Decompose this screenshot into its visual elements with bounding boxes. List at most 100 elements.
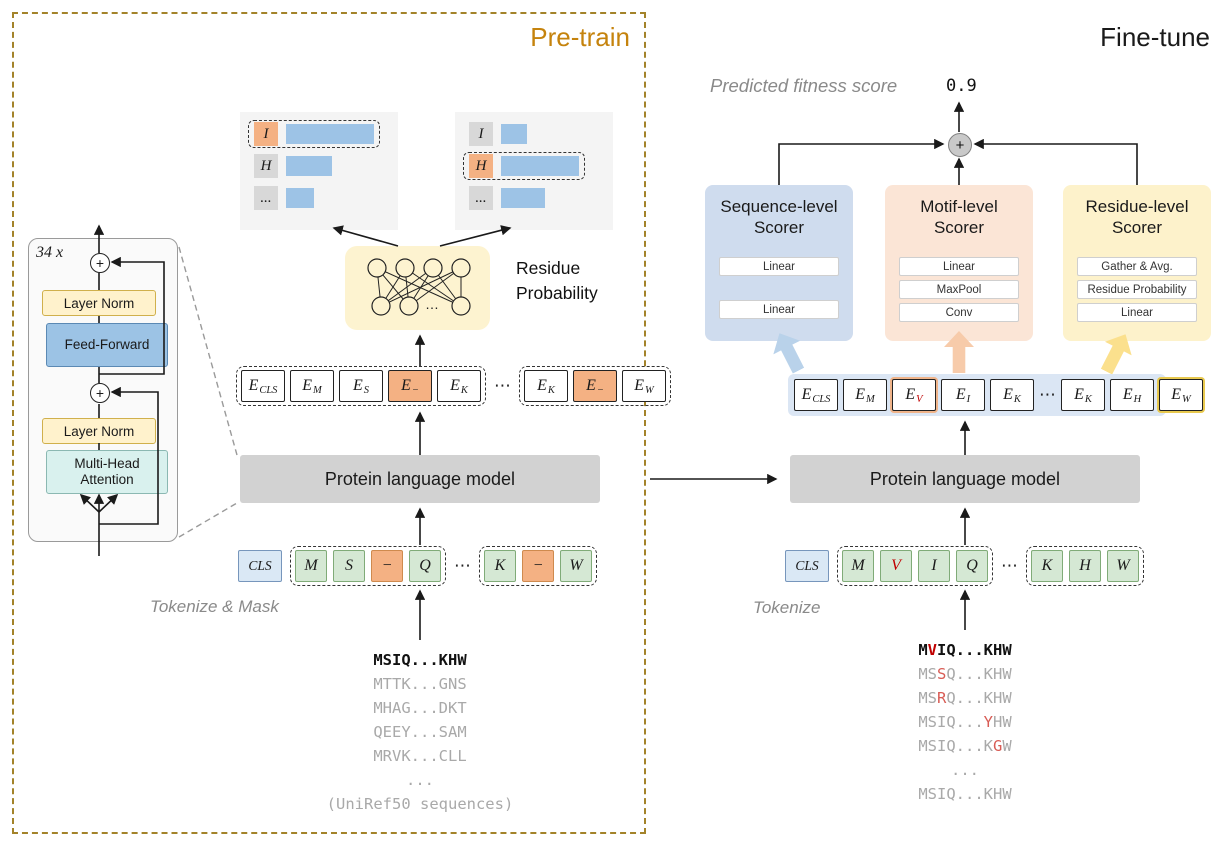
sequence-line: ... [290,768,550,792]
tokenize-mask-label: Tokenize & Mask [150,597,279,616]
embedding-subscript: W [645,384,654,396]
ellipsis: … [425,296,439,312]
residue-token: I [918,550,950,582]
sequence-text: (UniRef50 sequences) [326,795,514,813]
sequence-line: ... [835,758,1095,782]
sequence-line: MSIQ...KGW [835,734,1095,758]
embedding-symbol: E [586,377,596,394]
residue-token: K [484,550,516,582]
sequence-text: MSIQ... [918,713,984,731]
scorer-title: Sequence-level Scorer [720,197,838,238]
multi-head-attention-box: Multi-Head Attention [46,450,168,494]
embedding-subscript: K [460,384,468,396]
scorer-title: Residue-level Scorer [1085,197,1189,238]
scorer-layer: Linear [1077,303,1197,322]
residue-token: H [1069,550,1101,582]
residue-label: H [254,154,278,178]
layer-norm-box: Layer Norm [42,290,156,316]
sequence-text: HW [993,713,1012,731]
sequence-line: MSIQ...KHW [835,782,1095,806]
sequence-text: MRVK...CLL [373,747,467,765]
sequence-text: QEEY...SAM [373,723,467,741]
sum-icon: + [90,383,110,403]
residue-token: − [522,550,554,582]
embedding-subscript: K [547,384,555,396]
mutated-residue: G [992,737,1003,755]
sequence-text: MS [918,665,937,683]
sequence-text: MSIQ...KHW [918,785,1012,803]
sequence-text: MSIQ...K [918,737,993,755]
residue-label: I [469,122,493,146]
sequence-text: M [918,641,928,659]
mutated-residue: S [937,665,947,683]
embedding-symbol: E [302,377,313,394]
probability-bar [501,124,527,144]
pretrain-sequence-list: MSIQ...KHW MTTK...GNS MHAG...DKT QEEY...SAM… [290,648,550,816]
ellipsis: ⋯ [1001,556,1018,576]
residue-label: ... [469,186,493,210]
embedding-subscript: K [1084,393,1092,405]
residue-token: M [842,550,874,582]
cls-token: CLS [785,550,829,582]
embedding-symbol: E [1122,386,1133,403]
embedding-symbol: E [855,386,866,403]
residue-token: Q [956,550,988,582]
layer-norm-box: Layer Norm [42,418,156,444]
feed-forward-box: Feed-Forward [46,323,168,367]
sequence-text: MTTK...GNS [373,675,467,693]
probability-row: H [250,154,336,178]
embedding-symbol: E [352,377,363,394]
mutated-residue: V [927,641,938,659]
probability-row: ... [250,186,318,210]
probability-row: I [248,120,380,148]
embedding-subscript: V [916,393,923,405]
embedding-symbol: E [634,377,645,394]
embedding-token: E− [573,370,617,402]
scorer-layer: Linear [719,300,839,319]
sequence-line: MSIQ...YHW [835,710,1095,734]
residue-label: ... [254,186,278,210]
sequence-text: MHAG...DKT [373,699,467,717]
sequence-text: MSIQ...KHW [373,651,467,669]
residue-label: I [254,122,278,146]
embedding-subscript: − [411,384,419,396]
scorer-title: Motif-level Scorer [920,197,998,238]
fitness-score-value: 0.9 [946,76,977,96]
sequence-line: MSSQ...KHW [835,662,1095,686]
embedding-subscript: − [596,384,604,396]
sum-icon: + [948,133,972,157]
embedding-subscript: W [1182,393,1191,405]
residue-label: H [469,154,493,178]
sequence-line: MSIQ...KHW [290,648,550,672]
residue-token: W [560,550,592,582]
sequence-line: (UniRef50 sequences) [290,792,550,816]
embedding-symbol: E [248,377,259,394]
embedding-subscript: K [1013,393,1021,405]
residue-token: − [371,550,403,582]
residue-token: K [1031,550,1063,582]
protein-language-model-box: Protein language model [240,455,600,503]
scorer-layer: Linear [899,257,1019,276]
sequence-text: W [1002,737,1012,755]
embedding-subscript: M [866,393,875,405]
